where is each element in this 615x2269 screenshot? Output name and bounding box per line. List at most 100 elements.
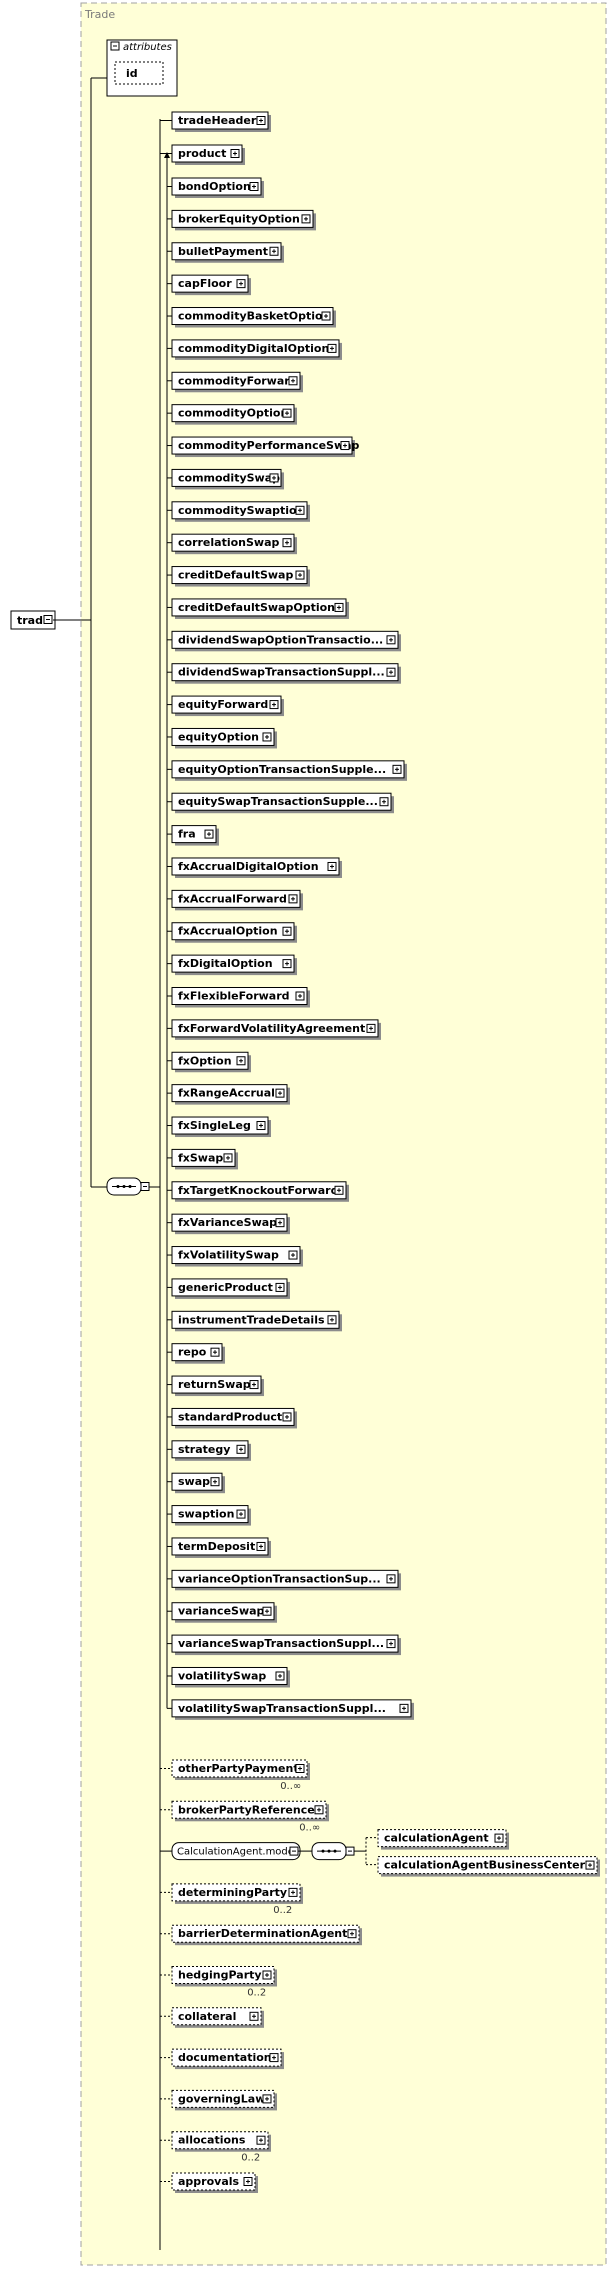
expand-icon[interactable] bbox=[262, 1970, 272, 1980]
element-product-item[interactable]: commodityOption bbox=[171, 404, 297, 425]
element-product-item[interactable]: fxAccrualForward bbox=[171, 889, 303, 911]
expand-icon[interactable] bbox=[386, 667, 396, 677]
element-product-item[interactable]: bondOption bbox=[171, 177, 264, 198]
element-hedgingParty[interactable]: hedgingParty bbox=[171, 1966, 277, 1987]
expand-icon[interactable] bbox=[256, 2135, 266, 2145]
expand-icon[interactable] bbox=[288, 1250, 298, 1260]
element-product-item[interactable]: genericProduct bbox=[171, 1278, 290, 1299]
expand-icon[interactable] bbox=[269, 473, 279, 483]
collapse-icon[interactable] bbox=[289, 1846, 299, 1856]
element-allocations[interactable]: allocations bbox=[171, 2131, 271, 2152]
expand-icon[interactable] bbox=[210, 1477, 220, 1487]
element-product[interactable]: product bbox=[171, 144, 245, 165]
expand-icon[interactable] bbox=[327, 343, 337, 353]
attribute-id[interactable] bbox=[114, 61, 164, 85]
element-product-item[interactable]: commoditySwaption bbox=[171, 501, 310, 522]
expand-icon[interactable] bbox=[379, 797, 389, 807]
element-product-item[interactable]: varianceSwap bbox=[171, 1602, 277, 1623]
element-calculationAgentBusinessCenter[interactable]: calculationAgentBusinessCenter bbox=[377, 1856, 600, 1877]
expand-icon[interactable] bbox=[327, 1315, 337, 1325]
expand-icon[interactable] bbox=[236, 279, 246, 289]
expand-icon[interactable] bbox=[295, 570, 305, 580]
expand-icon[interactable] bbox=[494, 1833, 504, 1843]
expand-icon[interactable] bbox=[262, 1606, 272, 1616]
collapse-icon[interactable] bbox=[140, 1182, 150, 1191]
element-product-item[interactable]: creditDefaultSwap bbox=[171, 566, 310, 587]
element-product-item[interactable]: swap bbox=[171, 1472, 225, 1494]
expand-icon[interactable] bbox=[288, 1887, 298, 1897]
element-product-item[interactable]: dividendSwapTransactionSuppl... bbox=[171, 663, 401, 684]
element-product-item[interactable]: correlationSwap bbox=[171, 533, 297, 555]
expand-icon[interactable] bbox=[236, 1056, 246, 1066]
expand-icon[interactable] bbox=[275, 1282, 285, 1292]
element-product-item[interactable]: creditDefaultSwapOption bbox=[171, 598, 349, 619]
element-product-item[interactable]: fxDigitalOption bbox=[171, 954, 297, 976]
expand-icon[interactable] bbox=[282, 538, 292, 548]
element-determiningParty[interactable]: determiningParty bbox=[171, 1883, 303, 1904]
element-documentation[interactable]: documentation bbox=[171, 2048, 284, 2070]
collapse-icon[interactable] bbox=[43, 615, 53, 624]
expand-icon[interactable] bbox=[275, 1218, 285, 1228]
expand-icon[interactable] bbox=[269, 2053, 279, 2063]
element-product-item[interactable]: equitySwapTransactionSupple... bbox=[171, 792, 394, 814]
element-product-item[interactable]: commodityForward bbox=[171, 371, 303, 393]
expand-icon[interactable] bbox=[585, 1860, 595, 1870]
element-product-item[interactable]: equityOption bbox=[171, 727, 277, 749]
expand-icon[interactable] bbox=[243, 2177, 253, 2186]
expand-icon[interactable] bbox=[321, 311, 331, 321]
element-tradeHeader[interactable]: tradeHeader bbox=[171, 111, 271, 132]
element-product-item[interactable]: fxFlexibleForward bbox=[171, 987, 310, 1008]
element-calculationAgent[interactable]: calculationAgent bbox=[377, 1829, 509, 1850]
element-approvals[interactable]: approvals bbox=[171, 2172, 258, 2193]
expand-icon[interactable] bbox=[275, 1671, 285, 1681]
expand-icon[interactable] bbox=[269, 700, 279, 710]
expand-icon[interactable] bbox=[249, 2011, 259, 2021]
expand-icon[interactable] bbox=[399, 1703, 409, 1713]
expand-icon[interactable] bbox=[230, 149, 240, 158]
expand-icon[interactable] bbox=[282, 926, 292, 936]
element-product-item[interactable]: fxTargetKnockoutForward bbox=[171, 1181, 349, 1202]
element-brokerPartyReference[interactable]: brokerPartyReference bbox=[171, 1800, 329, 1822]
expand-icon[interactable] bbox=[256, 116, 266, 125]
expand-icon[interactable] bbox=[347, 1929, 357, 1939]
element-product-item[interactable]: equityOptionTransactionSupple... bbox=[171, 760, 407, 781]
element-product-item[interactable]: volatilitySwap bbox=[171, 1666, 290, 1688]
expand-icon[interactable] bbox=[256, 1541, 266, 1551]
expand-icon[interactable] bbox=[366, 1023, 376, 1033]
expand-icon[interactable] bbox=[288, 376, 298, 386]
element-product-item[interactable]: fxRangeAccrual bbox=[171, 1084, 290, 1105]
element-product-item[interactable]: bulletPayment bbox=[171, 242, 284, 263]
expand-icon[interactable] bbox=[282, 959, 292, 969]
element-product-item[interactable]: varianceSwapTransactionSuppl... bbox=[171, 1634, 401, 1656]
expand-icon[interactable] bbox=[236, 1444, 246, 1454]
expand-icon[interactable] bbox=[262, 732, 272, 742]
element-product-item[interactable]: termDeposit bbox=[171, 1537, 271, 1558]
expand-icon[interactable] bbox=[295, 1764, 305, 1773]
expand-icon[interactable] bbox=[295, 991, 305, 1001]
expand-icon[interactable] bbox=[210, 1347, 220, 1357]
expand-icon[interactable] bbox=[269, 246, 279, 256]
element-product-item[interactable]: commoditySwap bbox=[171, 468, 284, 490]
element-product-item[interactable]: returnSwap bbox=[171, 1375, 264, 1397]
expand-icon[interactable] bbox=[282, 1412, 292, 1422]
element-product-item[interactable]: varianceOptionTransactionSup... bbox=[171, 1569, 401, 1591]
element-product-item[interactable]: fxForwardVolatilityAgreement bbox=[171, 1019, 381, 1040]
expand-icon[interactable] bbox=[249, 182, 259, 191]
expand-icon[interactable] bbox=[340, 441, 350, 451]
expand-icon[interactable] bbox=[334, 1185, 344, 1195]
expand-icon[interactable] bbox=[386, 1574, 396, 1584]
element-product-item[interactable]: fxSwap bbox=[171, 1148, 238, 1170]
expand-icon[interactable] bbox=[262, 2094, 272, 2104]
element-product-item[interactable]: commodityPerformanceSwap bbox=[171, 436, 360, 458]
expand-icon[interactable] bbox=[386, 1639, 396, 1649]
expand-icon[interactable] bbox=[223, 1153, 233, 1163]
element-product-item[interactable]: fxSingleLeg bbox=[171, 1116, 271, 1138]
expand-icon[interactable] bbox=[295, 505, 305, 515]
element-product-item[interactable]: standardProduct bbox=[171, 1407, 297, 1429]
element-product-item[interactable]: swaption bbox=[171, 1505, 251, 1526]
element-product-item[interactable]: fxAccrualOption bbox=[171, 922, 297, 943]
element-barrierDeterminationAgent[interactable]: barrierDeterminationAgent bbox=[171, 1924, 362, 1946]
expand-icon[interactable] bbox=[236, 1509, 246, 1519]
expand-icon[interactable] bbox=[386, 635, 396, 645]
collapse-icon[interactable] bbox=[345, 1846, 355, 1856]
